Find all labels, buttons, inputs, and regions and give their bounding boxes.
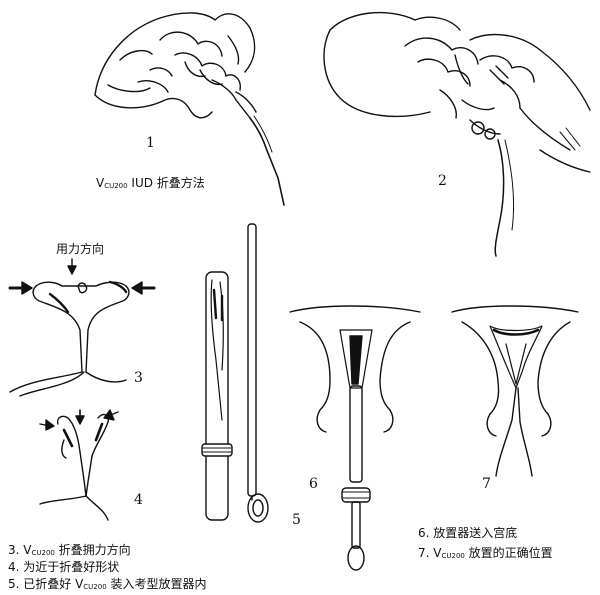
- panel-6-inserter-in-uterus: [290, 306, 420, 570]
- panel-3-iud-force-direction: [10, 259, 154, 396]
- panel-number-1: 1: [146, 135, 155, 151]
- panel-7-correct-position: [452, 306, 578, 476]
- legend-left: 3. VCU200 折叠拥力方向 4. 为近于折叠好形状 5. 已折叠好 VCU…: [8, 543, 207, 594]
- legend-item-5: 5. 已折叠好 VCU200 装入考型放置器内: [8, 577, 207, 591]
- panel-number-5: 5: [292, 512, 301, 528]
- legend-item-3: 3. VCU200 折叠拥力方向: [8, 543, 131, 557]
- panel-number-4: 4: [134, 492, 143, 508]
- panel-1-hand-folding: [95, 13, 284, 205]
- panel-4-iud-near-folded: [40, 410, 118, 520]
- panel-5-inserter: [202, 224, 268, 522]
- caption-folding-method: VCU200 IUD 折叠方法: [96, 176, 205, 190]
- legend-item-6: 6. 放置器送入宫底: [418, 526, 518, 540]
- panel-number-6: 6: [309, 476, 318, 492]
- legend-item-4: 4. 为近于折叠好形状: [8, 560, 120, 574]
- panel-number-3: 3: [134, 370, 143, 386]
- panel-2-two-hands-folding: [324, 13, 590, 256]
- legend-right: 6. 放置器送入宫底 7. VCU200 放置的正确位置: [418, 526, 553, 563]
- panel-number-7: 7: [482, 476, 491, 492]
- panel-number-2: 2: [438, 173, 447, 189]
- force-direction-label: 用力方向: [56, 242, 105, 256]
- legend-item-7: 7. VCU200 放置的正确位置: [418, 546, 553, 560]
